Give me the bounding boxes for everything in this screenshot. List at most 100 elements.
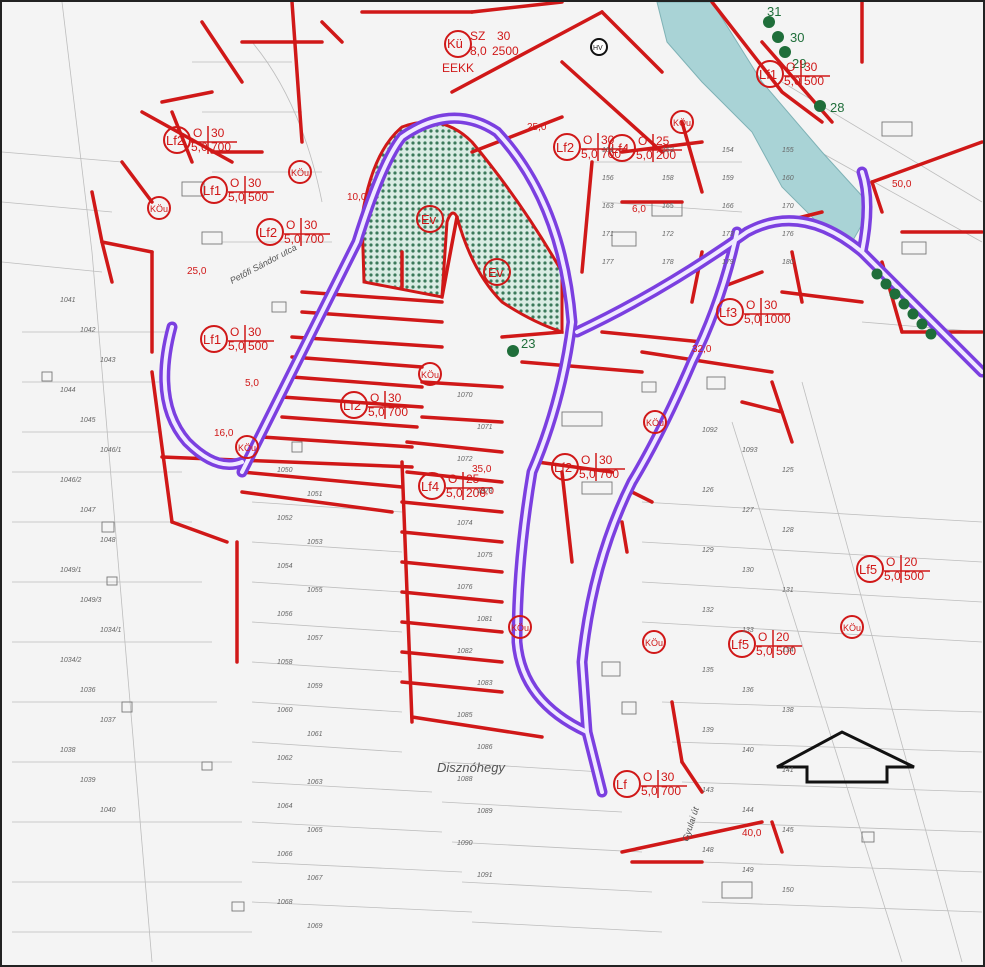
zone-code: Lf2 <box>343 398 361 413</box>
parcel-number: 1085 <box>457 712 473 719</box>
zone-min-area: 500 <box>776 644 796 658</box>
zone-code: Lf2 <box>554 460 572 475</box>
special-zone-height: 8,0 <box>470 44 487 58</box>
parcel-number: 1064 <box>277 803 293 810</box>
street-name: Petőfi Sándor utca <box>228 242 298 286</box>
parcel-number: 1071 <box>477 424 493 431</box>
parcel-number: 135 <box>702 667 714 674</box>
zone-density: O <box>230 176 239 190</box>
zone-code: Lf5 <box>859 562 877 577</box>
zone-height: 5,0 <box>446 486 463 500</box>
parcel-number: 172 <box>662 231 674 238</box>
parcel-number: 1089 <box>477 808 493 815</box>
zone-code: Lf4 <box>421 479 439 494</box>
parcel-number: 1090 <box>457 840 473 847</box>
dimension-labels: 25,0 10,0 25,0 35,0 40,0 5,0 3,0 6,0 50,… <box>187 122 912 839</box>
parcel-number: 1088 <box>457 776 473 783</box>
green-space-label: Ev <box>488 265 504 280</box>
parcel-number: 140 <box>742 747 754 754</box>
tree-marker <box>507 345 519 357</box>
parcel-number: 1046/2 <box>60 477 82 484</box>
zone-height: 5,0 <box>641 784 658 798</box>
zone-height: 5,0 <box>579 467 596 481</box>
kou-label: KÖu <box>147 196 171 220</box>
parcel-number: 141 <box>782 767 794 774</box>
parcel-number: 1091 <box>477 872 493 879</box>
parcel-number: 1083 <box>477 680 493 687</box>
parcel-number: 1061 <box>307 731 323 738</box>
parcel-number: 1066 <box>277 851 293 858</box>
parcel-number: 1068 <box>277 899 293 906</box>
parcel-number: 1044 <box>60 387 76 394</box>
zone-min-area: 500 <box>804 74 824 88</box>
parcel-number: 1049/1 <box>60 567 82 574</box>
zone-density: O <box>448 472 457 486</box>
special-zone-code: Kü <box>447 36 463 51</box>
parcel-number: 1062 <box>277 755 293 762</box>
dimension-label: 5,0 <box>245 378 259 389</box>
parcel-number: 1040 <box>100 807 116 814</box>
special-zone-ratio: 30 <box>497 29 511 43</box>
parcel-number: 1043 <box>100 357 116 364</box>
kou-label: KÖu <box>508 615 532 639</box>
parcel-number: 176 <box>782 231 794 238</box>
dimension-label: 35,0 <box>472 464 492 475</box>
parcel-number: 151 <box>602 147 614 154</box>
special-zone-min-area: 2500 <box>492 44 519 58</box>
tree-number: 23 <box>521 336 535 351</box>
zone-code: Lf1 <box>203 332 221 347</box>
parcel-number: 1069 <box>307 923 323 930</box>
parcel-number: 1063 <box>307 779 323 786</box>
parcel-number: 139 <box>702 727 714 734</box>
zone-density: O <box>583 133 592 147</box>
zone-code: Lf1 <box>759 67 777 82</box>
zone-density: O <box>638 134 647 148</box>
parcel-number: 1050 <box>277 467 293 474</box>
parcel-number: 1055 <box>307 587 323 594</box>
parcel-number: 1041 <box>60 297 76 304</box>
parcel-number: 1093 <box>742 447 758 454</box>
parcel-number: 153 <box>662 147 674 154</box>
parcel-number: 1036 <box>80 687 96 694</box>
zone-ratio: 20 <box>904 555 918 569</box>
parcel-number: 1042 <box>80 327 96 334</box>
special-zone-density: SZ <box>470 29 485 43</box>
parcel-number: 1082 <box>457 648 473 655</box>
zone-min-area: 700 <box>599 467 619 481</box>
dimension-label: 50,0 <box>892 179 912 190</box>
parcel-number: 143 <box>702 787 714 794</box>
kou-label: KÖu <box>642 630 666 654</box>
parcel-number: 165 <box>662 203 674 210</box>
zone-min-area: 700 <box>304 232 324 246</box>
parcel-number: 1072 <box>457 456 473 463</box>
parcel-number: 125 <box>782 467 794 474</box>
dimension-label: 25,0 <box>187 266 207 277</box>
parcel-number: 170 <box>782 203 794 210</box>
kou-text: KÖu <box>150 204 168 214</box>
parcel-number: 163 <box>602 203 614 210</box>
zone-height: 5,0 <box>744 312 761 326</box>
dimension-label: 3,0 <box>480 486 494 497</box>
building-outlines <box>41 121 927 912</box>
parcel-number: 1039 <box>80 777 96 784</box>
zone-code: Lf5 <box>731 637 749 652</box>
parcel-number: 1065 <box>307 827 323 834</box>
kou-label: KÖu <box>235 435 259 459</box>
parcel-number: 158 <box>662 175 674 182</box>
dimension-label: 10,0 <box>347 192 367 203</box>
special-zone-label: Kü SZ 30 8,0 2500 EEKK <box>442 29 519 75</box>
parcel-number: 1038 <box>60 747 76 754</box>
tree-number: 31 <box>767 4 781 19</box>
kou-label: KÖu <box>670 110 694 134</box>
tree-number: 30 <box>790 30 804 45</box>
parcel-number: 1051 <box>307 491 323 498</box>
zone-height: 5,0 <box>284 232 301 246</box>
tree-marker <box>814 100 826 112</box>
hydrant-marker: HV <box>590 38 608 56</box>
parcel-number: 1034/2 <box>60 657 82 664</box>
place-name: Disznóhegy <box>437 760 506 775</box>
